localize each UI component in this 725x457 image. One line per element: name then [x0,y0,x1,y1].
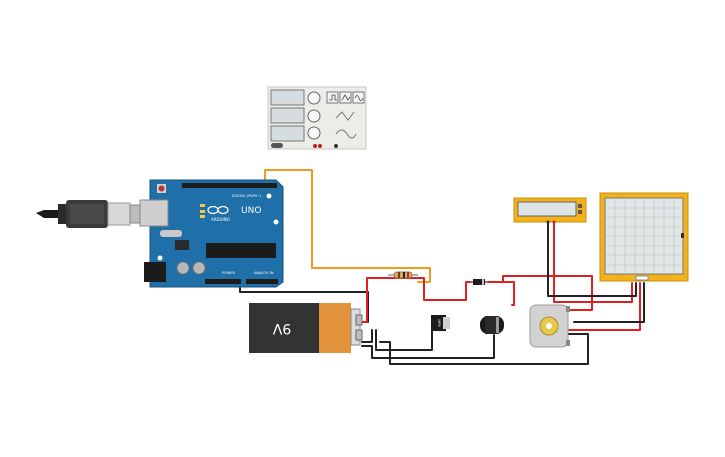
electrolytic-capacitor[interactable] [480,316,504,334]
led-rx [200,215,205,218]
regulator [175,240,189,250]
black-wire-ground-bus[interactable] [361,329,589,365]
battery-terminal-block [350,308,361,346]
power-jack [144,262,166,282]
capacitor-2 [192,261,206,275]
terminal-red-1 [313,144,317,148]
voltmeter-pin [546,220,550,224]
voltmeter-display[interactable] [513,197,587,224]
motor-shaft [546,323,552,329]
digital-header-label: DIGITAL (PWM~) [232,194,262,198]
dc-motor[interactable] [529,304,570,348]
square-wave-icon [329,94,337,101]
square-wave-button[interactable] [326,91,339,104]
voltmeter-terminal [578,210,582,214]
npn-transistor[interactable]: NPN [431,315,450,331]
battery-body [249,303,319,353]
resistor[interactable] [388,271,418,279]
mounting-hole [273,219,279,225]
terminal-red-2 [318,144,322,148]
led-tx [200,210,205,213]
knob-2[interactable] [307,109,321,123]
analog-label: ANALOG IN [254,271,274,275]
mounting-hole [157,255,163,261]
analog-header [246,279,278,284]
knob-1[interactable] [307,91,321,105]
display-1 [270,89,305,106]
red-wire-lcd[interactable] [553,221,633,303]
resistor-band [403,272,405,278]
board-name: UNO [241,206,261,216]
diode[interactable] [470,279,488,285]
mounting-hole [266,193,272,199]
power-header [205,279,241,284]
voltmeter-terminal [578,204,582,208]
sine-wave-icon [354,95,364,101]
orange-signal-wire[interactable] [264,169,431,283]
power-switch[interactable] [271,143,283,148]
oscilloscope-side-marker [681,233,684,238]
triangle-wave-icon [341,94,351,101]
wires [239,169,645,365]
oscilloscope-grid [605,198,683,274]
battery-cap [319,303,351,353]
triangle-wave-preview-icon [335,111,355,121]
motor-terminal [566,306,570,312]
voltmeter-pin [552,220,556,224]
usb-port [139,199,169,227]
diode-band [482,279,484,285]
battery-terminal-positive [355,314,363,326]
capacitor-1 [176,261,190,275]
triangle-wave-button[interactable] [339,91,352,104]
knob-3[interactable] [307,126,321,140]
oscilloscope-connector [635,275,649,281]
display-3 [270,125,305,142]
red-wire-motor-top[interactable] [502,275,593,311]
voltmeter-screen [517,201,577,217]
led-l [200,204,205,207]
display-2 [270,107,305,124]
arduino-infinity-logo [207,205,229,215]
function-generator[interactable] [267,86,367,150]
terminal-black [334,144,338,148]
power-label: POWER [222,271,236,275]
battery-label: 9V [272,320,291,336]
capacitor-stripe [496,317,499,333]
black-wire-battery-negative[interactable] [361,334,495,359]
resistor-band [407,272,409,278]
atmega-chip [206,243,276,258]
brand-label: ARDUINO [211,217,230,222]
sine-wave-preview-icon [335,129,357,139]
crystal [160,230,182,237]
black-wire-lcd[interactable] [547,221,637,297]
9v-battery[interactable]: 9V [249,303,363,353]
oscilloscope[interactable] [599,192,689,282]
resistor-band [398,272,400,278]
arduino-uno-board[interactable]: DIGITAL (PWM~) UNO ARDUINO POWER ANALOG … [139,179,284,288]
motor-terminal [566,340,570,346]
digital-header [182,183,277,188]
black-wire-scope-ground[interactable] [573,282,645,323]
black-wire-transistor[interactable] [375,327,433,351]
red-wire-diode-to-motor[interactable] [485,281,515,306]
transistor-label: NPN [437,319,441,327]
reset-button-cap [158,185,165,192]
battery-positive-wire[interactable] [361,277,473,323]
battery-terminal-negative [355,329,363,341]
